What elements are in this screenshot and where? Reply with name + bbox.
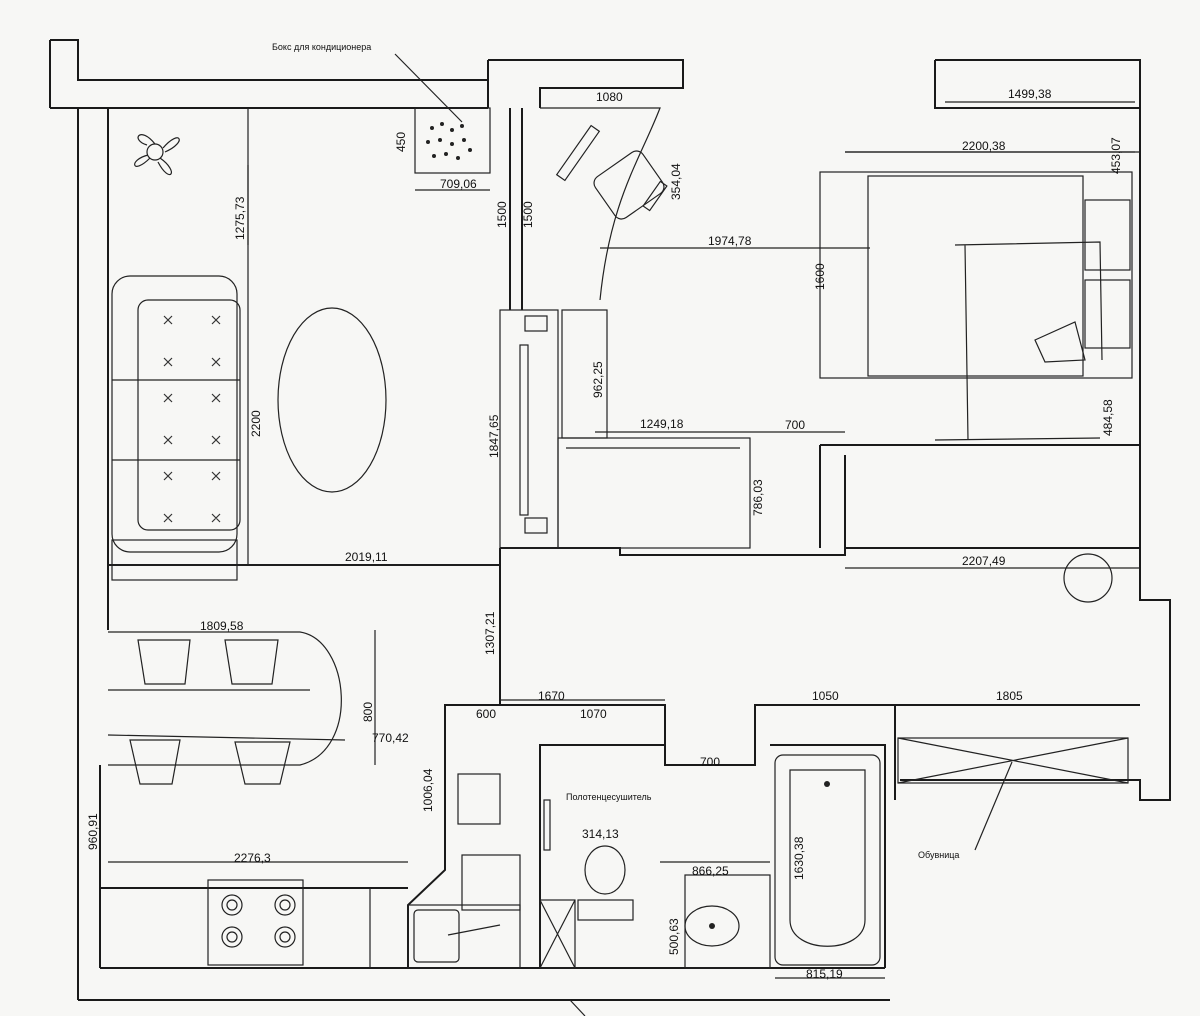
bath-cabinet-cross bbox=[539, 899, 576, 969]
dim-1249: 1249,18 bbox=[640, 417, 684, 431]
dining-chairs bbox=[129, 639, 291, 785]
dim-1630: 1630,38 bbox=[792, 836, 806, 880]
pillar bbox=[1063, 553, 1113, 603]
dim-314: 314,13 bbox=[582, 827, 619, 841]
sofa bbox=[111, 275, 241, 581]
dim-2200-38: 2200,38 bbox=[962, 139, 1006, 153]
wall-hall-top bbox=[488, 59, 684, 108]
oval-rug bbox=[277, 307, 387, 493]
sofa-tufts bbox=[163, 315, 221, 523]
dimension-lines bbox=[108, 101, 1140, 979]
dim-709: 709,06 bbox=[440, 177, 477, 191]
dim-2200: 2200 bbox=[249, 410, 263, 437]
dim-700-a: 700 bbox=[785, 418, 805, 432]
dim-1500-b: 1500 bbox=[521, 201, 535, 228]
wall-bath-right bbox=[770, 744, 886, 968]
bed bbox=[819, 171, 1133, 441]
dim-786: 786,03 bbox=[751, 479, 765, 516]
label-shoe-rack: Обувница bbox=[918, 850, 959, 860]
annotations: Бокс для кондиционера Полотенцесушитель … bbox=[272, 42, 959, 860]
desk-chair bbox=[593, 150, 668, 220]
dim-1499: 1499,38 bbox=[1008, 87, 1052, 101]
dim-500: 500,63 bbox=[667, 918, 681, 955]
dim-815: 815,19 bbox=[806, 967, 843, 981]
wall-corridor-top bbox=[500, 547, 846, 556]
bath-pointer bbox=[569, 999, 586, 1016]
bath-cabinet bbox=[539, 899, 576, 969]
dim-962: 962,25 bbox=[591, 361, 605, 398]
desk-curve bbox=[540, 107, 661, 301]
dim-600: 600 bbox=[476, 707, 496, 721]
dresser bbox=[557, 437, 751, 549]
dim-866: 866,25 bbox=[692, 864, 729, 878]
wall-right-side bbox=[845, 108, 1141, 549]
shoe-rack bbox=[897, 737, 1129, 784]
fridge bbox=[457, 773, 501, 825]
dim-1809: 1809,58 bbox=[200, 619, 244, 633]
bathtub bbox=[774, 754, 881, 966]
toilet bbox=[577, 845, 634, 921]
dimension-labels: 1080 1499,38 453,07 2200,38 450 709,06 1… bbox=[86, 87, 1123, 981]
towel-dryer bbox=[543, 799, 551, 851]
corridor-wardrobe bbox=[499, 309, 559, 549]
furniture bbox=[107, 53, 1140, 1016]
dim-1080: 1080 bbox=[596, 90, 623, 104]
wall-bath-door bbox=[664, 704, 895, 766]
washbasin bbox=[684, 874, 771, 969]
dim-1600: 1600 bbox=[813, 263, 827, 290]
dim-960: 960,91 bbox=[86, 813, 100, 850]
wall-top-left bbox=[50, 39, 488, 81]
dim-700-b: 700 bbox=[700, 755, 720, 769]
dim-354: 354,04 bbox=[669, 163, 683, 200]
wall-right-lower bbox=[900, 548, 1171, 801]
ac-hatch-icon bbox=[426, 122, 472, 160]
dim-1847: 1847,65 bbox=[487, 414, 501, 458]
dim-2019: 2019,11 bbox=[345, 550, 388, 564]
dim-2276: 2276,3 bbox=[234, 851, 271, 865]
dim-1070: 1070 bbox=[580, 707, 607, 721]
dim-1275: 1275,73 bbox=[233, 196, 247, 240]
dim-770: 770,42 bbox=[372, 731, 409, 745]
ac-box bbox=[414, 107, 491, 174]
label-towel-dryer: Полотенцесушитель bbox=[566, 792, 652, 802]
dining-table bbox=[107, 631, 346, 766]
laptop bbox=[555, 124, 601, 182]
dim-1307: 1307,21 bbox=[483, 611, 497, 655]
dim-450: 450 bbox=[394, 132, 408, 152]
ac-pointer-line bbox=[394, 53, 463, 123]
dim-800: 800 bbox=[361, 702, 375, 722]
dim-1050: 1050 bbox=[812, 689, 839, 703]
stove bbox=[207, 879, 304, 966]
dim-1500-a: 1500 bbox=[495, 201, 509, 228]
shoe-rack-pointer bbox=[974, 761, 1013, 851]
dim-484: 484,58 bbox=[1101, 399, 1115, 436]
dim-1805: 1805 bbox=[996, 689, 1023, 703]
dim-2207: 2207,49 bbox=[962, 554, 1006, 568]
label-ac-box: Бокс для кондиционера bbox=[272, 42, 371, 52]
plant-icon bbox=[134, 134, 180, 176]
kitchen-sink bbox=[407, 854, 521, 969]
dim-1670: 1670 bbox=[538, 689, 565, 703]
dim-1974: 1974,78 bbox=[708, 234, 752, 248]
dim-453: 453,07 bbox=[1109, 137, 1123, 174]
dim-1006: 1006,04 bbox=[421, 768, 435, 812]
